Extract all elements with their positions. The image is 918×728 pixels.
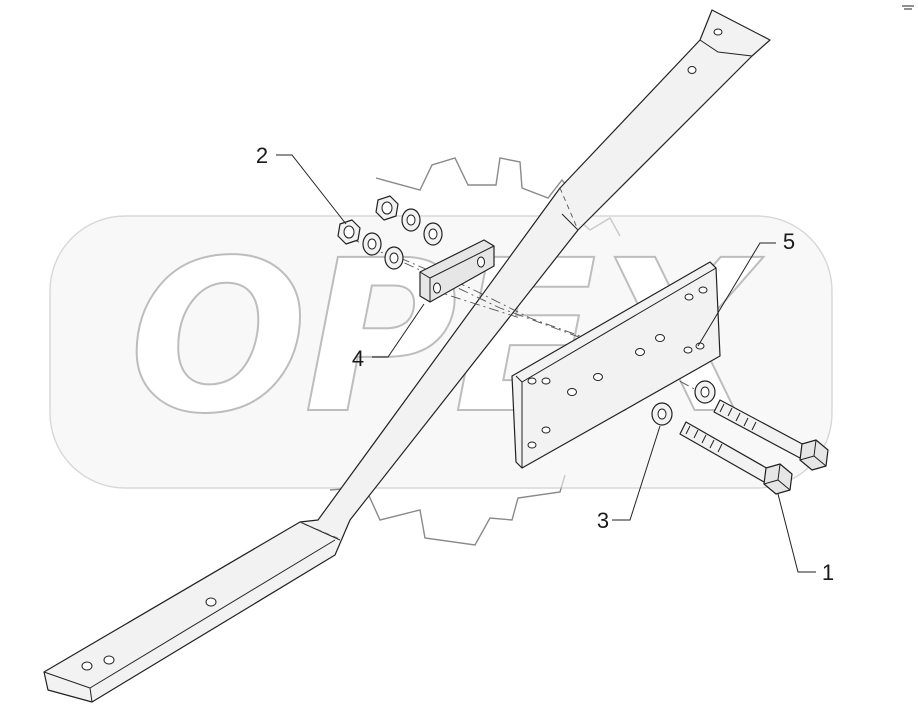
leader-line-2	[276, 154, 347, 225]
hex-nut	[375, 195, 399, 221]
hex-bolts	[679, 399, 829, 495]
plate-hole	[541, 426, 551, 434]
flat-washer	[423, 222, 443, 246]
callout-4: 4	[352, 346, 364, 371]
plate-hole	[635, 348, 645, 356]
frame-bar-hidden-edge	[299, 187, 579, 541]
callout-1: 1	[822, 560, 834, 585]
plate-hole	[527, 377, 537, 385]
plate-hole	[541, 377, 551, 385]
leader-line-4	[372, 303, 425, 358]
spacer-block	[419, 239, 495, 303]
leader-line-1	[777, 493, 816, 573]
callout-5: 5	[783, 229, 795, 254]
frame-bar-hole	[713, 28, 723, 36]
plate-washers	[651, 380, 716, 426]
watermark-text: OPEX	[129, 215, 764, 460]
corner-mark	[902, 5, 914, 10]
plate-hole	[698, 286, 708, 294]
flat-washer	[384, 246, 404, 270]
plate-hole	[593, 373, 603, 381]
callout-3: 3	[597, 508, 609, 533]
plate-hole	[655, 334, 665, 342]
plate-hole	[695, 342, 705, 350]
mounting-plate	[511, 261, 721, 469]
nut-washer-set	[337, 195, 443, 270]
leader-line-5	[697, 242, 776, 347]
plate-hole	[567, 388, 577, 396]
frame-bar-hole	[81, 661, 93, 671]
plate-hole	[527, 441, 537, 449]
flat-washer	[362, 232, 382, 256]
spacer-hole	[433, 282, 441, 294]
frame-bar-hole	[103, 655, 115, 665]
plate-hole	[683, 346, 693, 354]
callout-2: 2	[256, 143, 268, 168]
flat-washer	[651, 402, 673, 426]
spacer-block-edge	[419, 245, 495, 302]
mounting-plate-edge	[515, 261, 717, 468]
hex-nut	[337, 219, 361, 245]
plate-hole	[684, 293, 694, 301]
frame-bar-body	[43, 9, 771, 703]
spacer-hole	[477, 256, 485, 268]
frame-bar	[43, 9, 771, 703]
hex-bolt	[679, 421, 793, 495]
flat-washer	[694, 380, 716, 404]
flat-washer	[401, 208, 421, 232]
leader-line-3	[612, 425, 661, 521]
frame-bar-hole	[205, 597, 217, 607]
hex-bolt	[713, 399, 829, 471]
frame-bar-hole	[687, 66, 697, 74]
